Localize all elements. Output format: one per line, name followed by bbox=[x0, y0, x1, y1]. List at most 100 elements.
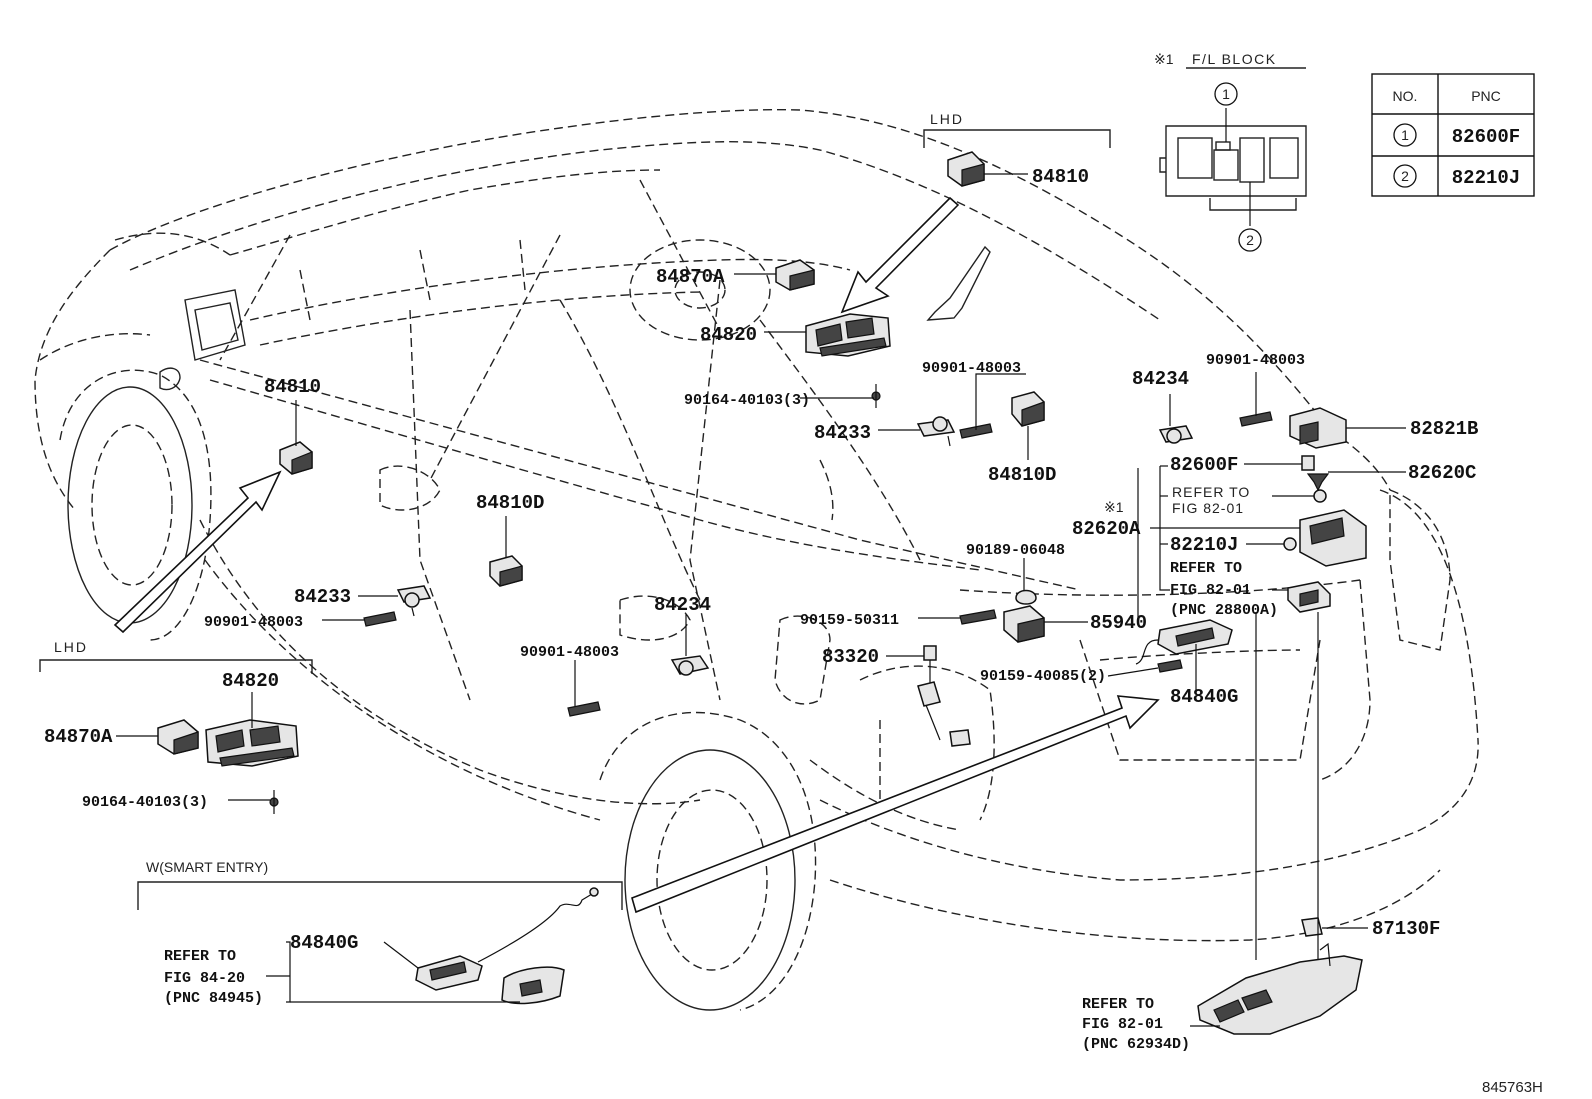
label-84234-b: 84234 bbox=[1132, 368, 1189, 390]
label-refer2-line1: REFER TO bbox=[1170, 560, 1242, 577]
label-84840G-b: 84840G bbox=[290, 932, 358, 954]
relay-82821B bbox=[1289, 407, 1347, 449]
screw-90159-40085 bbox=[1157, 659, 1183, 673]
fl-callout-1-text: 1 bbox=[1222, 86, 1230, 102]
screw-90164-left bbox=[269, 790, 279, 814]
label-90901-48003-d: 90901-48003 bbox=[1206, 352, 1305, 369]
label-84840G-a: 84840G bbox=[1170, 686, 1238, 708]
label-85940: 85940 bbox=[1090, 612, 1147, 634]
part-labels: ※1 F/L BLOCK LHD LHD W(SMART ENTRY) 8481… bbox=[44, 51, 1543, 1096]
section-smart-entry: W(SMART ENTRY) bbox=[146, 859, 268, 875]
switch-84870A-left bbox=[157, 719, 199, 755]
relay-82210J bbox=[1283, 537, 1297, 551]
label-90901-48003-c: 90901-48003 bbox=[520, 644, 619, 661]
screw-90164-top bbox=[871, 384, 881, 408]
fl-callout-2-text: 2 bbox=[1246, 232, 1254, 248]
label-84810D-a: 84810D bbox=[988, 464, 1056, 486]
vehicle-outline bbox=[34, 108, 1479, 1011]
label-refer2-line3: (PNC 28800A) bbox=[1170, 602, 1278, 619]
table-row-1-no: 1 bbox=[1401, 127, 1409, 143]
bracket-lhd-top bbox=[923, 129, 1111, 148]
switch-84234-left bbox=[670, 655, 710, 676]
section-lhd-top: LHD bbox=[930, 111, 964, 127]
label-84820-top: 84820 bbox=[700, 324, 757, 346]
clamp-90189 bbox=[1015, 589, 1037, 605]
bolt-90159-50311 bbox=[959, 609, 997, 625]
label-87130F: 87130F bbox=[1372, 918, 1440, 940]
block-82620A bbox=[1299, 509, 1367, 567]
fl-block-title: F/L BLOCK bbox=[1192, 51, 1277, 67]
fl-block-mark: ※1 bbox=[1154, 51, 1174, 67]
switch-84810-left bbox=[279, 441, 313, 475]
bracket-smart-entry bbox=[137, 881, 623, 910]
fl-callout-2 bbox=[1238, 228, 1262, 252]
label-84820-left: 84820 bbox=[222, 670, 279, 692]
arrow-front-door bbox=[113, 470, 282, 634]
label-84870A-top: 84870A bbox=[656, 266, 725, 288]
switch-84810D-left bbox=[489, 555, 523, 587]
label-82821B: 82821B bbox=[1410, 418, 1478, 440]
arrow-rear bbox=[631, 695, 1160, 914]
clip-refer-82-01 bbox=[1313, 489, 1327, 503]
table-header-pnc: PNC bbox=[1471, 88, 1501, 104]
arrow-interior bbox=[926, 245, 991, 321]
label-90164-40103-b: 90164-40103(3) bbox=[82, 794, 208, 811]
arrow-driver-switch bbox=[840, 196, 960, 314]
parts bbox=[157, 151, 1367, 1035]
switch-84810-top bbox=[947, 151, 985, 187]
label-90159-50311: 90159-50311 bbox=[800, 612, 899, 629]
bolt-90901-left bbox=[363, 611, 397, 627]
label-mark-82620A: ※1 bbox=[1104, 499, 1124, 515]
label-illustration-id: 845763H bbox=[1482, 1079, 1543, 1096]
label-refer1-line1: REFER TO bbox=[1172, 484, 1250, 500]
label-82620A: 82620A bbox=[1072, 518, 1141, 540]
label-90901-48003-b: 90901-48003 bbox=[204, 614, 303, 631]
fuse-82600F bbox=[1301, 455, 1315, 471]
connector-28800A bbox=[1287, 581, 1331, 613]
leader-lines bbox=[116, 173, 1406, 1027]
clip-82620C bbox=[1306, 473, 1330, 492]
label-84233-b: 84233 bbox=[294, 586, 351, 608]
label-90159-40085: 90159-40085(2) bbox=[980, 668, 1106, 685]
label-refer4-line1: REFER TO bbox=[1082, 996, 1154, 1013]
table-header-no: NO. bbox=[1393, 88, 1418, 104]
switch-84820-top bbox=[805, 313, 891, 357]
table-row-1-pnc: 82600F bbox=[1452, 126, 1520, 148]
handle-84840G-smart bbox=[415, 887, 599, 991]
handle-84945-bracket bbox=[501, 966, 565, 1005]
label-84810-top: 84810 bbox=[1032, 166, 1089, 188]
section-lhd-left: LHD bbox=[54, 639, 88, 655]
label-82620C: 82620C bbox=[1408, 462, 1476, 484]
switch-84870A-top bbox=[775, 259, 815, 291]
bolt-90901-right bbox=[1239, 411, 1273, 427]
fl-callout-1 bbox=[1214, 82, 1238, 106]
relay-87130F bbox=[1301, 917, 1323, 937]
bolt-90901-lower bbox=[567, 701, 601, 717]
sensor-83320 bbox=[917, 645, 971, 747]
label-84810D-b: 84810D bbox=[476, 492, 544, 514]
fl-block-inset: 1 2 bbox=[1159, 82, 1307, 252]
bolt-90901-top bbox=[959, 423, 993, 439]
label-refer1-line2: FIG 82-01 bbox=[1172, 500, 1244, 516]
pointer-arrows bbox=[113, 196, 1160, 914]
module-62934D bbox=[1197, 942, 1363, 1035]
label-82210J: 82210J bbox=[1170, 534, 1238, 556]
label-84810-left: 84810 bbox=[264, 376, 321, 398]
label-90164-40103-a: 90164-40103(3) bbox=[684, 392, 810, 409]
label-90901-48003-a: 90901-48003 bbox=[922, 360, 1021, 377]
label-refer3-line2: FIG 84-20 bbox=[164, 970, 245, 987]
label-refer3-line3: (PNC 84945) bbox=[164, 990, 263, 1007]
switch-84810D-top bbox=[1011, 391, 1045, 427]
label-refer4-line2: FIG 82-01 bbox=[1082, 1016, 1163, 1033]
part-85940 bbox=[1003, 605, 1045, 643]
table-row-2-pnc: 82210J bbox=[1452, 167, 1520, 189]
label-refer4-line3: (PNC 62934D) bbox=[1082, 1036, 1190, 1053]
switch-84233-top bbox=[916, 416, 956, 447]
label-90189-06048: 90189-06048 bbox=[966, 542, 1065, 559]
bracket-lhd-left bbox=[39, 659, 313, 674]
section-brackets bbox=[39, 67, 1306, 910]
switch-84234-right bbox=[1158, 425, 1194, 444]
label-82600F: 82600F bbox=[1170, 454, 1238, 476]
label-refer2-line2: FIG 82-01 bbox=[1170, 582, 1251, 599]
